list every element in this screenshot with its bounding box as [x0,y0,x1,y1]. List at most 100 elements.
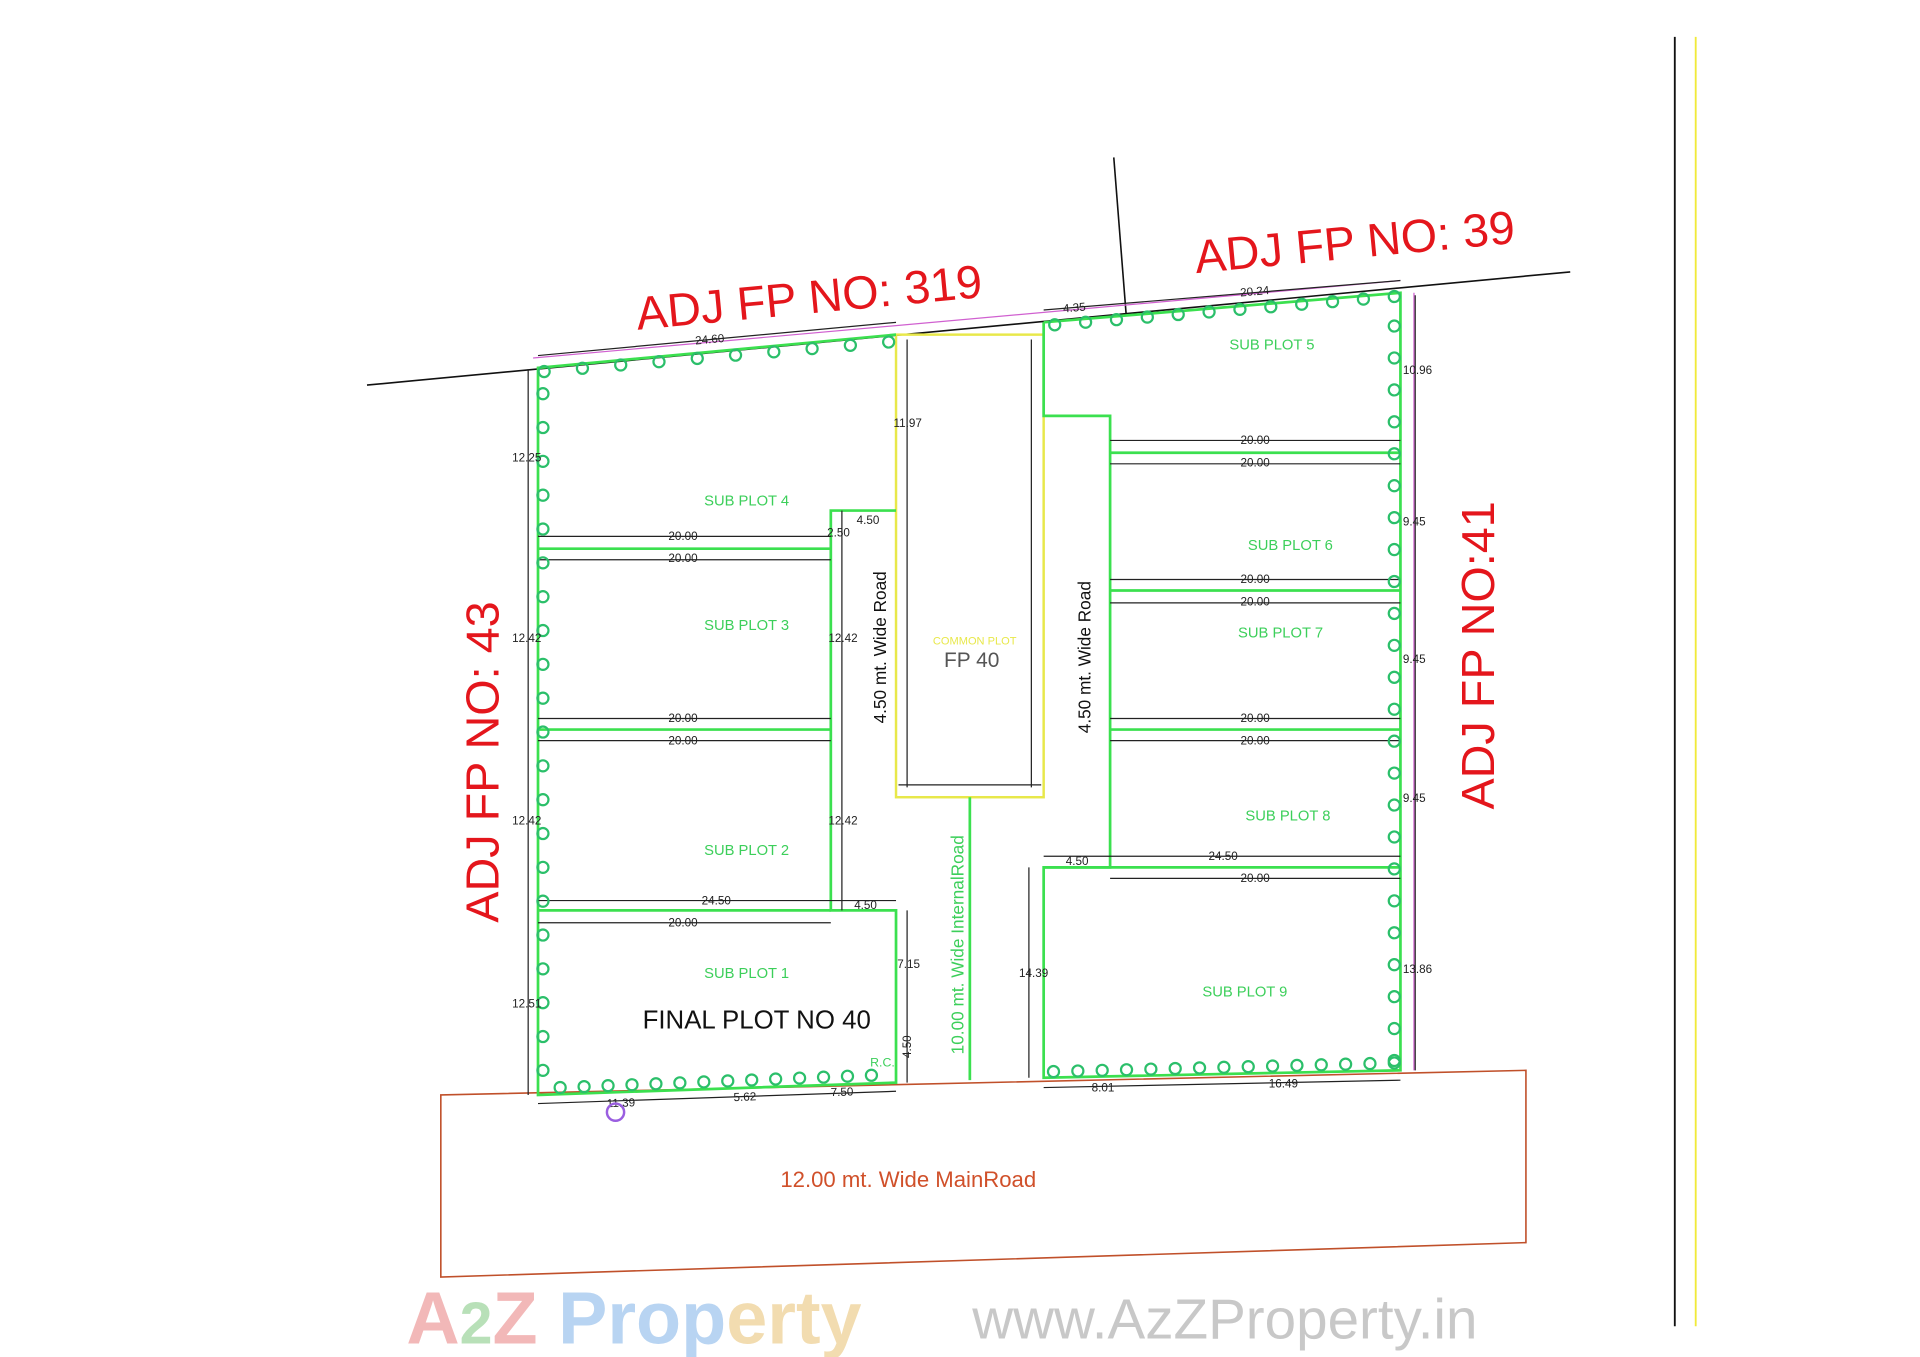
tree-icon [1140,310,1154,324]
tree-icon [1356,292,1371,306]
tree-icon [843,338,858,352]
tree-icon [1168,1061,1182,1076]
tree-icon [1144,1062,1158,1076]
dimension-label: 9.45 [1403,515,1426,528]
tree-icon [840,1069,855,1083]
tree-icon [1046,1064,1061,1079]
tree-icon [1048,318,1062,332]
sub-plot-8-label: SUB PLOT 8 [1245,809,1330,825]
dimension-label: 11.39 [607,1096,636,1110]
tree-icon [1171,307,1185,322]
sub-plot-9-label: SUB PLOT 9 [1202,985,1287,1001]
dimension-label: 20.24 [1240,284,1271,300]
tree-icon [601,1079,615,1093]
dimension-label: 20.00 [668,712,698,725]
plot-outline-right [1042,291,1402,1080]
dimension-label: 20.00 [1241,456,1271,469]
dimension-label: 12.42 [512,814,541,827]
tree-icon [536,1029,550,1044]
tree-icon [1387,989,1401,1004]
tree-icon [1387,1056,1401,1070]
common-plot-label: COMMON PLOT [933,636,1017,648]
tree-icon [1325,294,1340,309]
tree-icon [1387,862,1401,876]
tree-icon [536,894,550,908]
dimension-label: 4.50 [857,514,880,527]
dimension-labels: 24.604.3520.2412.2511.9710.9620.0020.004… [512,284,1432,1110]
tree-icon [1338,1057,1353,1071]
dimension-label: 12.42 [512,632,541,645]
sub-plot-6-label: SUB PLOT 6 [1248,538,1333,554]
tree-icon [536,522,550,536]
tree-icon [577,1079,591,1094]
tree-icon [745,1073,759,1087]
dimension-label: 2.50 [827,526,850,539]
tree-icon [690,351,704,366]
tree-icon [536,928,550,942]
tree-icon [553,1080,567,1095]
tree-icon [536,420,550,435]
dimension-label: 20.00 [1241,595,1271,608]
tree-icon [728,348,743,362]
dimension-label: 24.60 [695,332,726,348]
tree-icon [882,335,896,349]
tree-icon [536,556,550,570]
tree-icon [1387,638,1401,653]
dimension-lines [527,279,1416,1105]
trees [536,289,1401,1095]
tree-icon [1387,1021,1401,1036]
left-road-label: 4.50 mt. Wide Road [870,571,890,723]
tree-icon [1387,542,1401,557]
tree-icon [536,759,550,773]
tree-icon [1202,305,1216,319]
tree-icon [536,962,550,976]
watermark: www.AzZProperty.in [971,1288,1477,1351]
dimension-label: 5.62 [733,1090,756,1104]
dimension-label: 20.00 [1241,872,1271,885]
dimension-label: 4.50 [901,1035,914,1058]
dimension-label: 9.45 [1403,653,1426,666]
tree-icon [614,358,628,372]
tree-icon [1233,302,1247,317]
tree-icon [1387,574,1401,589]
dimension-label: 20.00 [668,552,698,565]
tree-icon [1387,510,1401,525]
tree-icon [1290,1058,1304,1073]
tree-icon [536,623,550,638]
adj-label-43: ADJ FP NO: 43 [457,601,509,922]
dimension-label: 20.00 [1241,434,1271,447]
tree-icon [536,387,550,401]
tree-icon [652,355,666,369]
tree-icon [805,341,819,356]
final-plot-label: FINAL PLOT NO 40 [643,1007,871,1035]
tree-icon [1387,894,1401,908]
dimension-label: 20.00 [1241,573,1271,586]
tree-icon [1314,1058,1328,1072]
compass-icon [605,1102,626,1123]
tree-icon [769,1072,783,1086]
tree-icon [1264,300,1278,314]
rc-label: R.C. [870,1056,895,1070]
tree-icon [1387,702,1401,716]
tree-icon [1387,415,1401,429]
tree-icon [1265,1059,1280,1073]
adj-label-319: ADJ FP NO: 319 [634,255,985,339]
tree-icon [697,1075,711,1089]
tree-icon [1387,798,1401,812]
internal-road-label: 10.00 mt. Wide InternalRoad [948,835,968,1054]
dimension-label: 24.50 [702,894,732,907]
tree-icon [536,860,550,874]
tree-icon [1387,479,1401,493]
tree-icon [1078,315,1093,329]
tree-icon [1387,830,1401,844]
sub-plot-5-label: SUB PLOT 5 [1229,337,1314,353]
common-plot [894,333,1045,799]
dimension-label: 24.50 [1209,850,1239,863]
tree-icon [1387,766,1401,780]
tree-icon [536,454,550,468]
dimension-label: 4.50 [854,899,877,912]
dimension-label: 14.39 [1019,967,1048,980]
tree-icon [1387,958,1401,972]
right-road-label: 4.50 mt. Wide Road [1074,581,1094,733]
tree-icon [1387,670,1401,684]
